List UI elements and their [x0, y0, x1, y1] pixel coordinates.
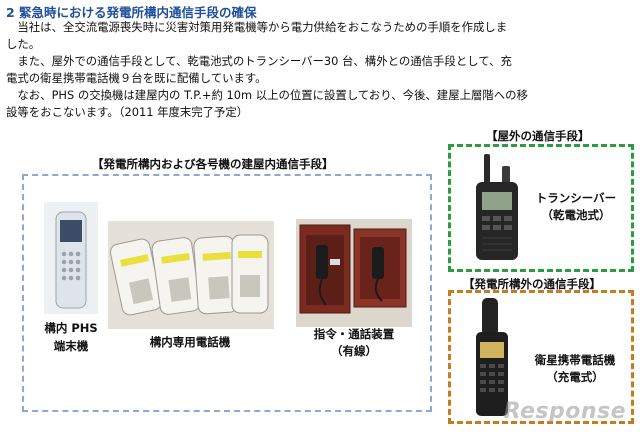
intercom-caption-1: 指令・通話装置	[313, 327, 395, 341]
phs-caption-1: 構内 PHS	[44, 321, 98, 335]
watermark-logo: Response	[503, 399, 626, 424]
onsite-label: 【発電所構内および各号機の建屋内通信手段】	[92, 157, 334, 171]
paragraph-line-3: また、屋外での通信手段として、乾電池式のトランシーバー30 台、構外との通信手段…	[6, 54, 512, 68]
outdoor-label: 【屋外の通信手段】	[486, 129, 590, 143]
onsite-box	[22, 174, 432, 412]
intercom-caption-2: （有線）	[331, 344, 377, 358]
desk-phones-image	[108, 221, 274, 329]
section-heading: 2 緊急時における発電所構内通信手段の確保	[6, 5, 257, 20]
paragraph-line-6: 設等をおこないます。（2011 年度末完了予定）	[6, 105, 249, 119]
phs-handset-image	[44, 202, 98, 314]
transceiver-image	[476, 154, 518, 260]
paragraph-line-4: 電式の衛星携帯電話機９台を既に配備しています。	[6, 71, 267, 85]
outdoor-box	[448, 144, 634, 272]
satellite-phone-caption-1: 衛星携帯電話機	[534, 353, 616, 367]
paragraph-line-5: なお、PHS の交換機は建屋内の T.P.+約 10m 以上の位置に設置しており…	[6, 88, 528, 102]
offsite-box	[448, 290, 634, 424]
satellite-phone-caption-2: （充電式）	[546, 370, 604, 384]
paragraph-line-2: した。	[6, 37, 41, 51]
paragraph-line-1: 当社は、全交流電源喪失時に災害対策用発電機等から電力供給をおこなうための手順を作…	[6, 20, 508, 34]
desk-phones-caption: 構内専用電話機	[149, 335, 231, 349]
satellite-phone-image	[476, 298, 508, 416]
phs-caption-2: 端末機	[53, 339, 89, 353]
transceiver-caption-1: トランシーバー	[535, 191, 617, 205]
offsite-label: 【発電所構外の通信手段】	[463, 277, 601, 291]
transceiver-caption-2: （乾電池式）	[541, 208, 611, 222]
intercom-image	[296, 219, 412, 327]
